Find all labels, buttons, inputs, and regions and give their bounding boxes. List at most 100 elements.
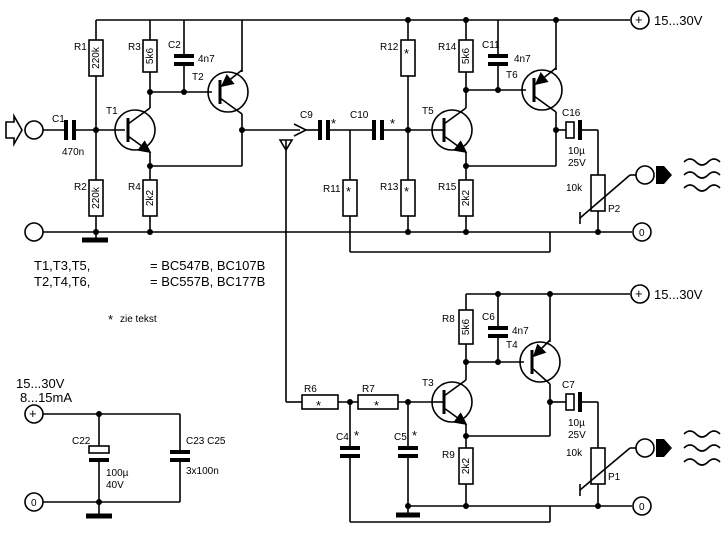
capacitor-c23: C23 C25 3x100n [170, 414, 226, 502]
resistor-r14: 5k6 R14 [438, 17, 474, 108]
svg-text:R8: R8 [442, 314, 455, 325]
svg-text:T4: T4 [506, 340, 518, 351]
capacitor-c6: C6 4n7 [482, 294, 529, 365]
svg-text:R11: R11 [323, 184, 341, 195]
svg-text:*: * [346, 184, 351, 199]
svg-text:R13: R13 [380, 182, 399, 193]
svg-text:R4: R4 [128, 182, 141, 193]
svg-text:*: * [374, 398, 379, 413]
stage1-output [242, 123, 318, 402]
capacitor-c1: C1 470n [52, 114, 96, 158]
input-connector[interactable] [5, 112, 64, 148]
svg-text:*: * [331, 116, 336, 131]
svg-text:2k2: 2k2 [461, 190, 472, 207]
svg-text:220k: 220k [91, 46, 102, 69]
second-supply-rail: + 15...30V [466, 284, 703, 304]
resistor-r6: * R6 [286, 384, 358, 413]
svg-text:C2: C2 [168, 40, 181, 51]
resistor-r7: * R7 [357, 384, 434, 413]
svg-text:T3: T3 [422, 378, 434, 389]
capacitor-c2: C2 4n7 [168, 20, 215, 95]
psu-block: 15...30V 8...15mA + 0 [16, 376, 180, 519]
svg-text:5k6: 5k6 [461, 319, 472, 336]
svg-text:+: + [29, 406, 37, 421]
capacitor-c22: C22 100µ 40V [72, 414, 129, 502]
svg-text:C9: C9 [300, 110, 313, 121]
svg-text:0: 0 [639, 502, 645, 513]
svg-text:R12: R12 [380, 42, 399, 53]
svg-text:R6: R6 [304, 384, 317, 395]
svg-text:10µ: 10µ [568, 146, 585, 157]
svg-text:T1: T1 [106, 106, 118, 117]
svg-text:T5: T5 [422, 106, 434, 117]
resistor-r13: * R13 [380, 179, 416, 232]
svg-text:10µ: 10µ [568, 418, 585, 429]
svg-text:220k: 220k [91, 186, 102, 209]
svg-text:T6: T6 [506, 70, 518, 81]
svg-text:C5: C5 [394, 432, 407, 443]
svg-text:+: + [635, 286, 643, 301]
svg-text:C11: C11 [482, 40, 500, 51]
ground-rail-top: 0 [24, 222, 652, 252]
svg-text:0: 0 [31, 498, 37, 509]
svg-text:C16: C16 [562, 108, 581, 119]
svg-text:4n7: 4n7 [512, 326, 529, 337]
svg-text:R7: R7 [362, 384, 375, 395]
potentiometer-p1[interactable]: 10k P1 [566, 447, 636, 506]
top-supply-rail: + 15...30V [96, 10, 703, 30]
capacitor-c4: C4 * [336, 402, 360, 522]
capacitor-c9: C9 * [300, 110, 372, 140]
svg-text:4n7: 4n7 [198, 54, 215, 65]
potentiometer-p2[interactable]: 10k P2 [566, 174, 636, 232]
svg-text:C6: C6 [482, 312, 495, 323]
ground-rail-bottom: 0 [350, 496, 652, 523]
resistor-r9: 2k2 R9 [442, 424, 474, 506]
svg-text:= BC557B, BC177B: = BC557B, BC177B [150, 274, 265, 289]
svg-text:15...30V: 15...30V [654, 13, 703, 28]
transistor-t1: T1 [96, 106, 156, 153]
capacitor-c7: C7 10µ 25V [550, 380, 599, 448]
svg-text:P1: P1 [608, 472, 621, 483]
svg-text:T2: T2 [192, 72, 204, 83]
svg-text:2k2: 2k2 [145, 190, 156, 207]
resistor-r2: 220k R2 [74, 179, 104, 232]
svg-text:5k6: 5k6 [145, 48, 156, 65]
svg-text:*: * [354, 428, 359, 443]
svg-text:25V: 25V [568, 158, 586, 169]
svg-text:R9: R9 [442, 450, 455, 461]
svg-text:+: + [635, 12, 643, 27]
svg-text:T1,T3,T5,: T1,T3,T5, [34, 258, 90, 273]
transistor-t4: T4 [466, 294, 561, 437]
svg-text:C7: C7 [562, 380, 575, 391]
transistor-t6: T6 [466, 17, 563, 167]
svg-text:2k2: 2k2 [461, 458, 472, 475]
capacitor-c10: C10 * [350, 110, 434, 140]
capacitor-c16: C16 10µ 25V [556, 108, 599, 175]
svg-text:P2: P2 [608, 204, 621, 215]
svg-text:C23 C25: C23 C25 [186, 436, 226, 447]
svg-text:C10: C10 [350, 110, 369, 121]
svg-text:25V: 25V [568, 430, 586, 441]
svg-text:10k: 10k [566, 183, 583, 194]
resistor-r1: 220k R1 [74, 20, 104, 180]
svg-text:*: * [108, 312, 113, 327]
transistor-t3: T3 [422, 378, 473, 425]
svg-text:*: * [390, 116, 395, 131]
output-connector-top[interactable] [635, 158, 721, 192]
svg-text:*: * [404, 184, 409, 199]
svg-text:*: * [412, 428, 417, 443]
output-connector-bottom[interactable] [635, 430, 721, 466]
svg-text:10k: 10k [566, 448, 583, 459]
svg-text:R15: R15 [438, 182, 457, 193]
svg-text:100µ: 100µ [106, 468, 129, 479]
svg-text:15...30V: 15...30V [654, 287, 703, 302]
resistor-r15: 2k2 R15 [438, 152, 474, 232]
transistor-t2: T2 [150, 20, 249, 167]
resistor-r3: 5k6 R3 [128, 20, 158, 108]
svg-text:R3: R3 [128, 42, 141, 53]
resistor-r4: 2k2 R4 [128, 152, 158, 232]
svg-text:15...30V: 15...30V [16, 376, 65, 391]
svg-text:40V: 40V [106, 480, 124, 491]
svg-text:4n7: 4n7 [514, 54, 531, 65]
